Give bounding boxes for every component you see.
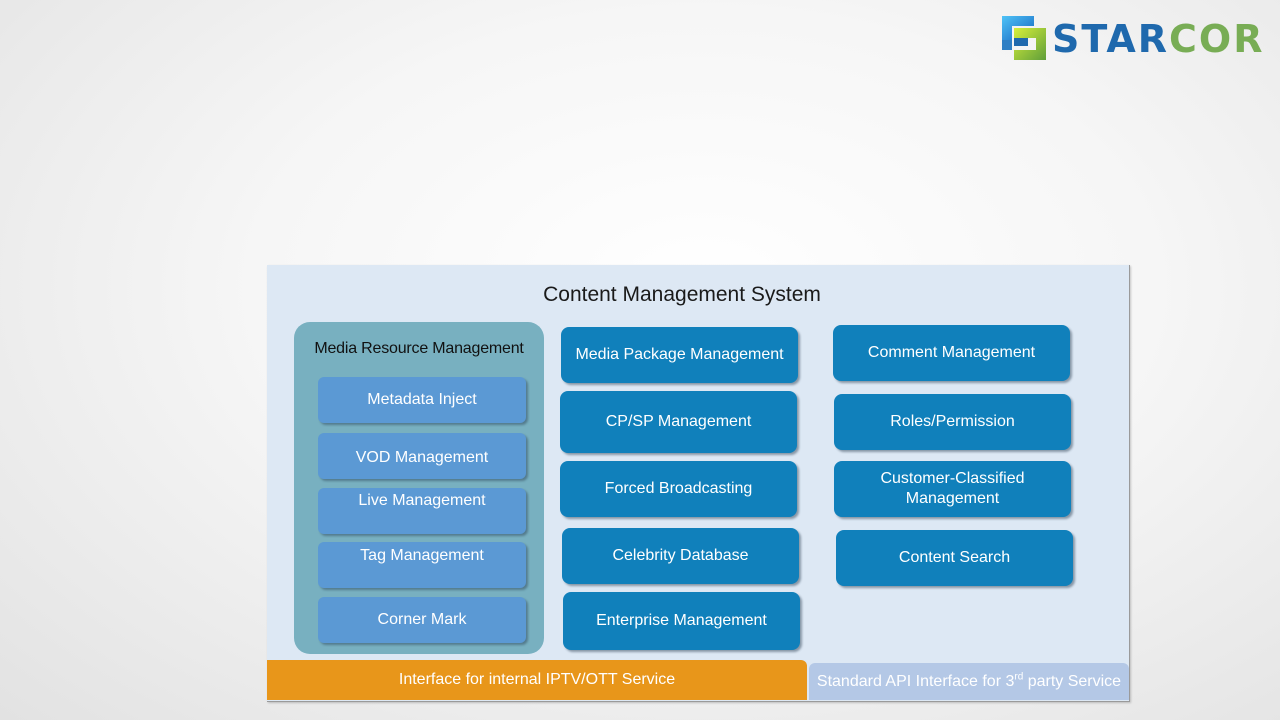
internal-iptv-ott-interface[interactable]: Interface for internal IPTV/OTT Service — [267, 660, 807, 700]
module-forced-broadcasting[interactable]: Forced Broadcasting — [560, 461, 797, 517]
media-resource-management-group: Media Resource Management Metadata Injec… — [294, 322, 544, 654]
module-celebrity-database[interactable]: Celebrity Database — [562, 528, 799, 584]
module-metadata-inject[interactable]: Metadata Inject — [318, 377, 526, 423]
module-cp-sp-management[interactable]: CP/SP Management — [560, 391, 797, 453]
module-label: Content Search — [898, 549, 1011, 566]
module-label: Customer-Classified Management — [880, 470, 1025, 507]
starcor-logo-icon — [1002, 16, 1046, 60]
module-label: Corner Mark — [377, 611, 467, 628]
third-party-api-interface[interactable]: Standard API Interface for 3rd party Ser… — [809, 663, 1129, 700]
cms-title: Content Management System — [543, 283, 821, 306]
module-customer-classified-management[interactable]: Customer-Classified Management — [834, 461, 1071, 517]
interface-label-prefix: Standard API Interface for 3 — [816, 672, 1015, 690]
interface-label-sup: rd — [1014, 671, 1024, 683]
module-label: Metadata Inject — [367, 391, 477, 408]
media-resource-management-title: Media Resource Management — [314, 340, 524, 357]
module-media-package-management[interactable]: Media Package Management — [561, 327, 798, 383]
module-content-search[interactable]: Content Search — [836, 530, 1073, 586]
interface-label: Standard API Interface for 3rd party Ser… — [816, 671, 1122, 691]
module-label: VOD Management — [355, 449, 489, 466]
module-label: Tag Management — [360, 547, 484, 564]
interface-label: Interface for internal IPTV/OTT Service — [398, 671, 676, 688]
module-tag-management[interactable]: Tag Management — [318, 542, 526, 588]
module-vod-management[interactable]: VOD Management — [318, 433, 526, 479]
module-live-management[interactable]: Live Management — [318, 488, 526, 534]
content-management-system-panel: Content Management System Media Resource… — [267, 265, 1130, 702]
module-label: Forced Broadcasting — [604, 480, 753, 497]
starcor-logo: STARCOR — [1000, 14, 1262, 64]
module-corner-mark[interactable]: Corner Mark — [318, 597, 526, 643]
module-label: Roles/Permission — [890, 413, 1015, 430]
module-label: Enterprise Management — [596, 612, 767, 629]
module-label: Live Management — [358, 492, 486, 509]
module-label: CP/SP Management — [605, 413, 752, 430]
module-roles-permission[interactable]: Roles/Permission — [834, 394, 1071, 450]
module-comment-management[interactable]: Comment Management — [833, 325, 1070, 381]
module-label: Media Package Management — [575, 346, 784, 363]
interface-label-suffix: party Service — [1023, 672, 1122, 690]
module-label: Comment Management — [867, 344, 1036, 361]
starcor-wordmark: STARCOR — [1052, 17, 1265, 61]
module-label: Celebrity Database — [612, 547, 749, 564]
module-enterprise-management[interactable]: Enterprise Management — [563, 592, 800, 650]
